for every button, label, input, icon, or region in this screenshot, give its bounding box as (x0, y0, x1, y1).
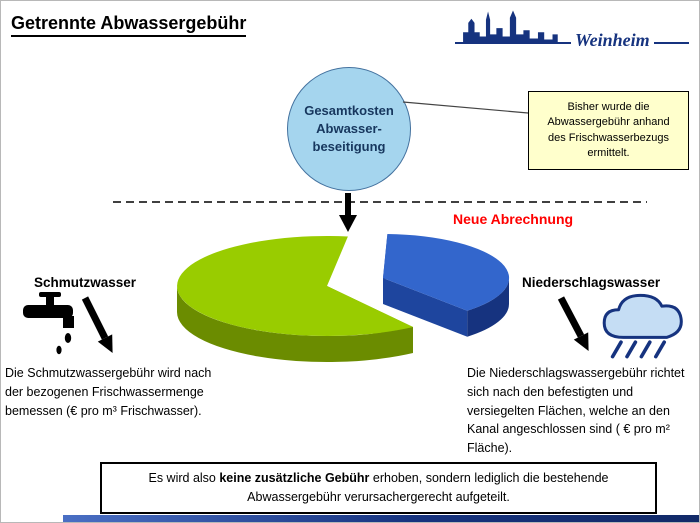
bottom-accent-bar (63, 515, 699, 522)
footer-box: Es wird also keine zusätzliche Gebühr er… (100, 462, 657, 514)
schmutzwasser-label: Schmutzwasser (34, 275, 137, 290)
note-box: Bisher wurde die Abwassergebühr anhand d… (528, 91, 689, 170)
pie-slice-schmutzwasser (176, 236, 413, 363)
total-cost-bubble: Gesamtkosten Abwasser- beseitigung (287, 67, 411, 191)
schmutzwasser-arrow (81, 296, 113, 353)
pie-chart (176, 234, 510, 363)
pie-slice-niederschlagswasser (383, 234, 510, 337)
niederschlagswasser-label: Niederschlagswasser (522, 275, 661, 290)
weinheim-skyline-icon (463, 10, 558, 43)
page-title: Getrennte Abwassergebühr (11, 13, 247, 37)
note-connector-line (402, 101, 529, 114)
bubble-line2: Abwasser- (316, 120, 382, 136)
niederschlagswasser-description: Die Niederschlagswassergebühr richtet si… (467, 366, 685, 455)
footer-text: Es wird also keine zusätzliche Gebühr er… (148, 470, 609, 504)
bubble-line1: Gesamtkosten (304, 102, 394, 118)
bubble-line3: beseitigung (312, 139, 386, 155)
weinheim-logo: Weinheim (451, 5, 695, 55)
rain-cloud-icon (602, 293, 683, 359)
new-billing-label: Neue Abrechnung (453, 211, 574, 227)
logo-wordmark: Weinheim (571, 30, 654, 51)
schmutzwasser-description: Die Schmutzwassergebühr wird nach der be… (5, 366, 212, 418)
note-text: Bisher wurde die Abwassergebühr anhand d… (547, 100, 670, 159)
niederschlagswasser-arrow (557, 296, 589, 351)
down-arrow-icon (339, 193, 357, 232)
faucet-icon (23, 292, 74, 355)
